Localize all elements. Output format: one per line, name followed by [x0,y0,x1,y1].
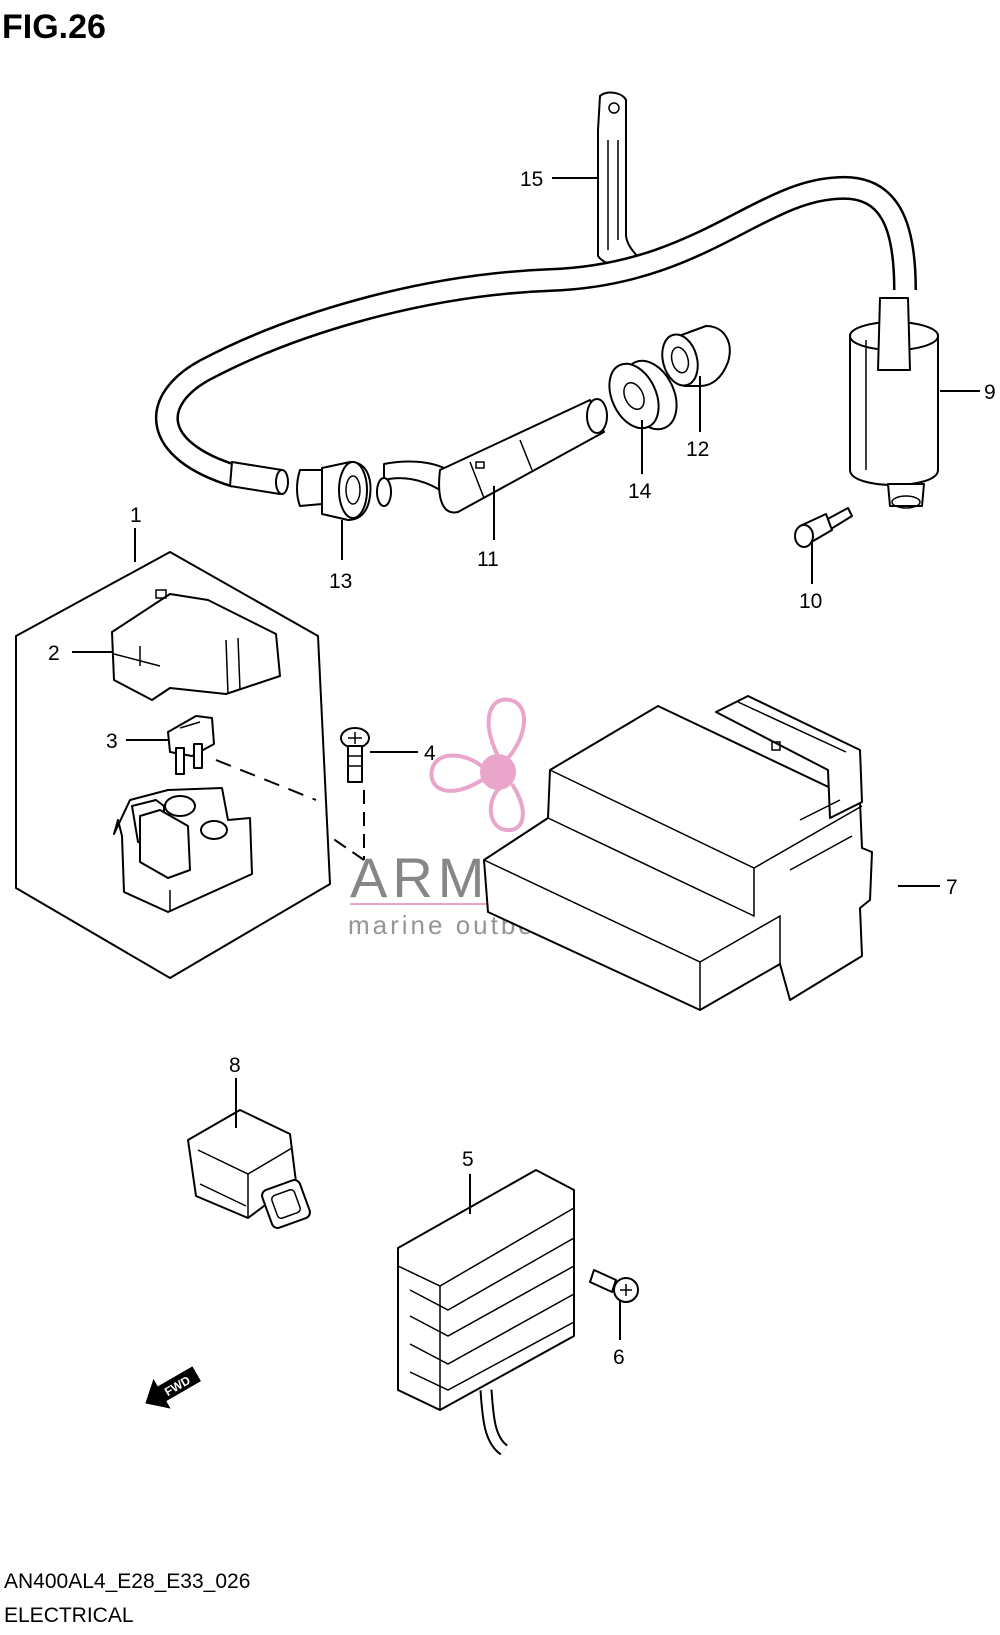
callout-11: 11 [477,548,499,571]
high-tension-cord [154,175,917,495]
callout-14: 14 [628,480,652,503]
part-10-bolt [794,507,853,548]
part-3-fuse [167,715,215,775]
callout-10: 10 [799,590,822,613]
part-15-clamp [597,91,641,268]
callout-5: 5 [462,1148,474,1171]
leader-lines [72,177,980,1340]
callout-3: 3 [106,730,118,753]
callout-8: 8 [229,1054,241,1077]
propeller-logo-icon [429,697,526,833]
footer-code: AN400AL4_E28_E33_026 [4,1570,250,1593]
callout-12: 12 [686,438,709,461]
figure-title: FIG.26 [2,8,106,46]
callout-13: 13 [329,570,352,593]
part-12-seal [661,325,731,387]
fwd-arrow-icon: FWD [145,1366,201,1409]
callout-4: 4 [424,742,436,765]
relay-block [113,787,253,913]
part-13-cord-boot [296,461,372,521]
footer-name: ELECTRICAL [4,1604,134,1627]
part-1-relay-assembly [15,551,331,979]
callout-2: 2 [48,642,60,665]
part-2-cover [111,589,281,701]
part-6-bolt [589,1269,639,1303]
callout-7: 7 [946,876,958,899]
part-4-screw [331,727,370,861]
part-7-ecm [483,695,873,1011]
callout-1: 1 [130,504,142,527]
callout-9: 9 [984,381,996,404]
callout-15: 15 [520,168,543,191]
callout-6: 6 [613,1346,625,1369]
part-5-regulator [397,1169,575,1456]
part-8-connector [187,1109,311,1229]
assembly-guide-line [215,759,317,801]
part-14-grommet [608,359,678,431]
part-9-ignition-coil [849,297,939,509]
part-11-plug-cap [376,398,608,514]
